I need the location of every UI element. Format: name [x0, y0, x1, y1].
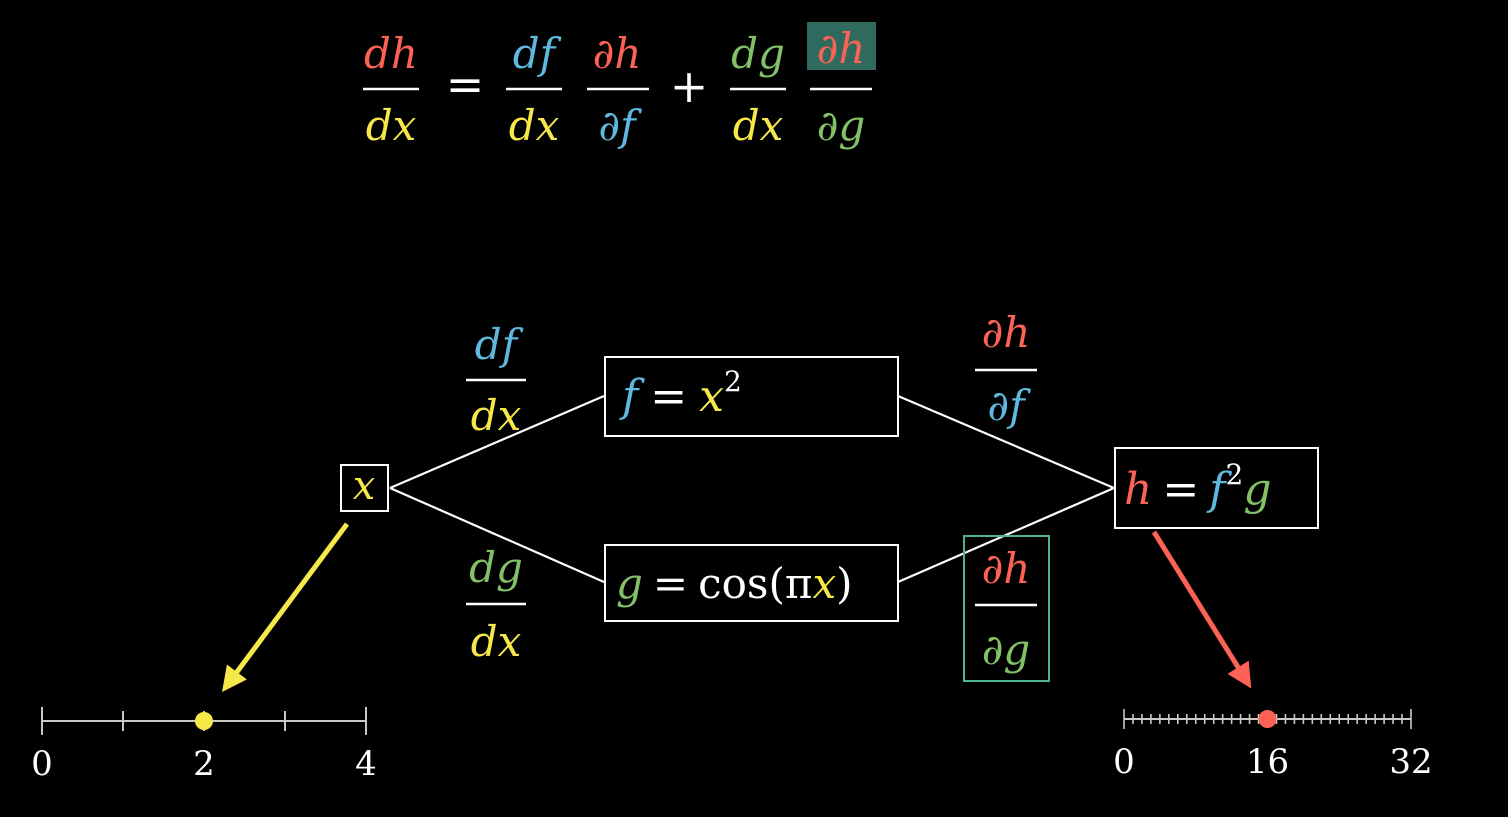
edge-df-denominator: dx: [471, 391, 522, 440]
node-f: f=x2: [604, 356, 899, 437]
node-g-arg: x: [812, 559, 836, 608]
edge-x-to-g: [389, 486, 605, 584]
value-dot: [195, 712, 213, 730]
formula-term-dh-dg: ∂h ∂g: [807, 22, 876, 150]
formula-lhs-numerator: dh: [364, 29, 418, 78]
node-g-expression: g=cos(πx): [616, 559, 853, 608]
node-x: x: [340, 463, 389, 512]
edge-label-df-dx: df dx: [466, 320, 526, 440]
formula-t2-numerator: ∂h: [593, 29, 642, 78]
node-h-lhs: h: [1124, 464, 1152, 515]
node-f-box: [604, 356, 899, 437]
formula-equals: =: [446, 57, 485, 111]
node-x-box: [340, 464, 389, 512]
chain-rule-formula: dh dx = df dx ∂h ∂f + dg dx ∂h ∂g: [363, 22, 876, 150]
tick-label: 0: [1113, 742, 1135, 782]
node-x-label: x: [353, 463, 376, 509]
h-number-line: 0 16 32: [1113, 709, 1433, 782]
formula-t4-denominator: ∂g: [817, 101, 866, 150]
tick-label: 16: [1246, 742, 1289, 782]
x-number-line: 0 2 4: [31, 707, 377, 784]
formula-lhs: dh dx: [363, 29, 419, 150]
formula-t4-numerator: ∂h: [817, 24, 866, 73]
highlight-frame: [963, 535, 1050, 682]
edge-dg-denominator: dx: [471, 617, 522, 666]
node-g-close: ): [836, 559, 852, 608]
highlight-box: [807, 22, 876, 70]
tick-label: 2: [193, 744, 215, 784]
value-dot: [1258, 710, 1277, 728]
tick-label: 0: [31, 744, 53, 784]
node-g-func: cos(π: [698, 559, 812, 608]
node-g-lhs: g: [616, 559, 643, 608]
formula-term-df-dx: df dx: [506, 29, 562, 150]
edge-dhf-denominator: ∂f: [987, 381, 1031, 430]
node-f-base: x: [699, 371, 724, 422]
edge-labels: df dx dg dx ∂h ∂f ∂h ∂g: [466, 308, 1050, 682]
edge-df-numerator: df: [475, 320, 524, 369]
tick-label: 32: [1389, 742, 1432, 782]
edge-dg-numerator: dg: [469, 543, 523, 592]
node-g-equals: =: [653, 559, 688, 608]
edge-dhf-numerator: ∂h: [982, 308, 1031, 357]
node-h-expression: h=f2g: [1124, 458, 1272, 515]
formula-term-dh-df: ∂h ∂f: [587, 29, 649, 150]
node-g-box: [604, 544, 899, 622]
formula-plus: +: [670, 59, 709, 113]
node-f-expression: f=x2: [619, 365, 742, 422]
formula-t1-denominator: dx: [509, 101, 560, 150]
node-f-equals: =: [650, 371, 687, 422]
edge-x-to-f: [389, 394, 605, 490]
tick-label: 4: [355, 744, 377, 784]
node-g: g=cos(πx): [604, 544, 899, 622]
edge-label-dh-dg: ∂h ∂g: [963, 535, 1050, 682]
edge-label-dh-df: ∂h ∂f: [975, 308, 1037, 430]
edge-f-to-h: [897, 394, 1115, 490]
node-f-exponent: 2: [724, 365, 742, 398]
node-h: h=f2g: [1114, 447, 1319, 529]
x-to-numberline-arrow: [222, 522, 350, 693]
node-h-equals: =: [1162, 464, 1199, 515]
formula-t1-numerator: df: [513, 29, 562, 78]
formula-term-dg-dx: dg dx: [730, 29, 786, 150]
edge-dhg-numerator: ∂h: [982, 544, 1031, 593]
formula-t3-numerator: dg: [731, 29, 785, 78]
node-h-exponent: 2: [1226, 458, 1244, 491]
formula-lhs-denominator: dx: [366, 101, 417, 150]
edge-dhg-denominator: ∂g: [982, 625, 1031, 674]
formula-t2-denominator: ∂f: [598, 101, 642, 150]
node-h-box: [1114, 447, 1319, 529]
h-to-numberline-arrow: [1151, 530, 1252, 689]
edge-label-dg-dx: dg dx: [466, 543, 526, 666]
formula-t3-denominator: dx: [733, 101, 784, 150]
node-h-g: g: [1243, 464, 1271, 515]
